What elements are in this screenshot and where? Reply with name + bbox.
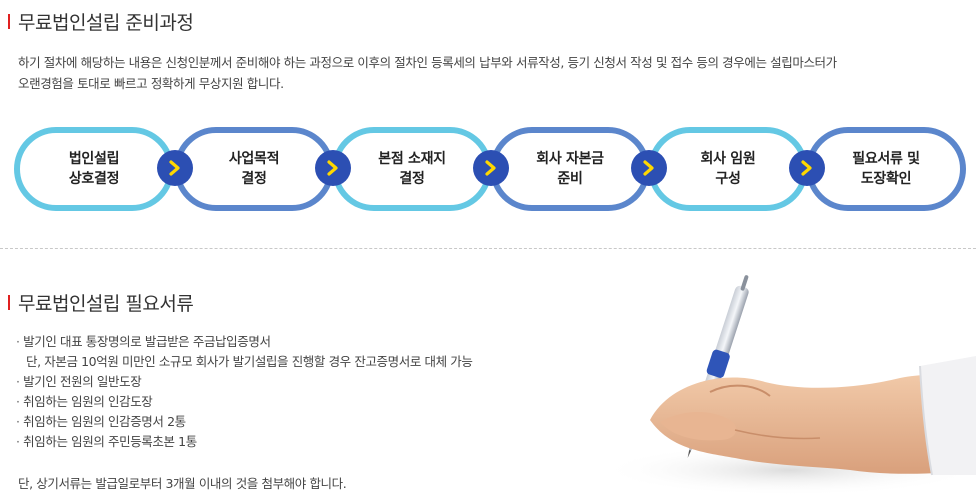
chevron-right-icon bbox=[631, 150, 667, 186]
documents-title-text: 무료법인설립 필요서류 bbox=[18, 293, 194, 315]
document-item-note: 단, 자본금 10억원 미만인 소규모 회사가 발기설립을 진행할 경우 잔고증… bbox=[26, 354, 473, 369]
description-line-2: 오랜경험을 토대로 빠르고 정확하게 무상지원 합니다. bbox=[18, 76, 284, 91]
title-marker bbox=[8, 295, 10, 310]
step-4-line1: 회사 자본금 bbox=[536, 151, 604, 167]
document-item: 발기인 전원의 일반도장 bbox=[16, 372, 576, 392]
chevron-right-icon bbox=[157, 150, 193, 186]
step-5-line2: 구성 bbox=[715, 171, 741, 187]
documents-section-title: 무료법인설립 필요서류 bbox=[8, 289, 194, 316]
step-4-line2: 준비 bbox=[557, 171, 583, 187]
step-3-line2: 결정 bbox=[399, 171, 425, 187]
step-6-line2: 도장확인 bbox=[860, 171, 912, 187]
description-line-1: 하기 절차에 해당하는 내용은 신청인분께서 준비해야 하는 과정으로 이후의 … bbox=[18, 55, 837, 70]
step-3-line1: 본점 소재지 bbox=[378, 151, 446, 167]
step-2-line1: 사업목적 bbox=[228, 151, 280, 167]
chevron-right-icon bbox=[789, 150, 825, 186]
process-section-title: 무료법인설립 준비과정 bbox=[8, 8, 194, 35]
step-1-line2: 상호결정 bbox=[68, 171, 120, 187]
document-item: 취임하는 임원의 인감도장 bbox=[16, 392, 576, 412]
document-item: 취임하는 임원의 주민등록초본 1통 bbox=[16, 432, 576, 452]
step-1-line1: 법인설립 bbox=[68, 151, 120, 167]
process-description: 하기 절차에 해당하는 내용은 신청인분께서 준비해야 하는 과정으로 이후의 … bbox=[18, 52, 918, 94]
process-title-text: 무료법인설립 준비과정 bbox=[18, 12, 194, 34]
document-item: 취임하는 임원의 인감증명서 2통 bbox=[16, 412, 576, 432]
step-6-line1: 필요서류 및 bbox=[852, 151, 920, 167]
title-marker bbox=[8, 14, 10, 29]
chevron-right-icon bbox=[315, 150, 351, 186]
hand-writing-illustration bbox=[600, 275, 976, 496]
documents-note: 단, 상기서류는 발급일로부터 3개월 이내의 것을 첨부해야 합니다. bbox=[18, 476, 347, 491]
section-divider bbox=[0, 248, 976, 249]
step-5-line1: 회사 임원 bbox=[700, 151, 756, 167]
required-documents-list: 발기인 대표 통장명의로 발급받은 주금납입증명서 단, 자본금 10억원 미만… bbox=[16, 332, 576, 452]
chevron-right-icon bbox=[473, 150, 509, 186]
document-item: 발기인 대표 통장명의로 발급받은 주금납입증명서 bbox=[16, 332, 576, 352]
step-2-line2: 결정 bbox=[241, 171, 267, 187]
